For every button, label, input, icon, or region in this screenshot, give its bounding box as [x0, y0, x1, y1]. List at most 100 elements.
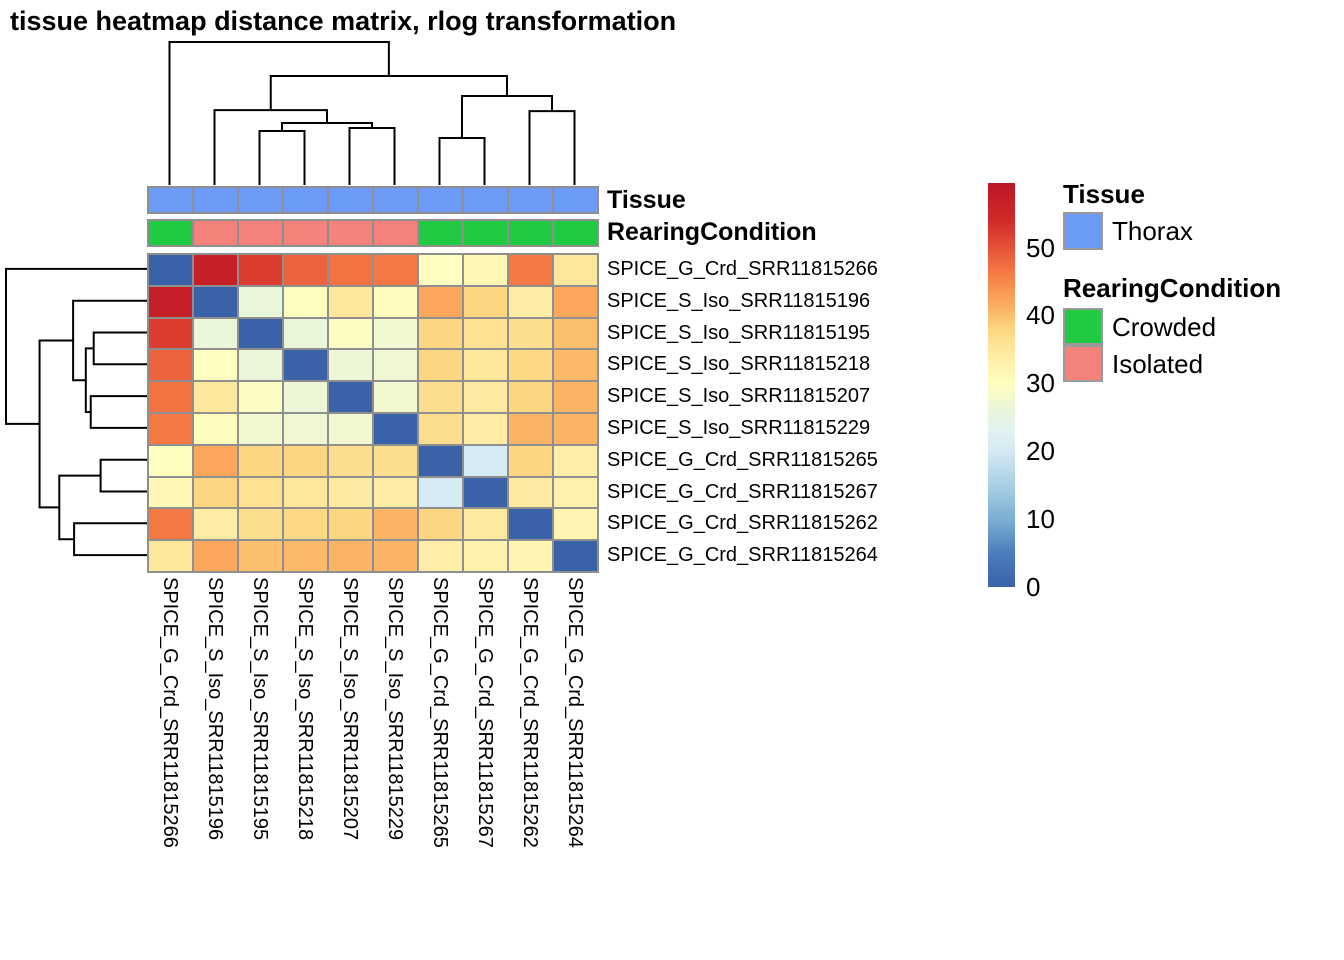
heatmap-cell: [463, 381, 508, 413]
heatmap-cell: [193, 412, 238, 445]
column-label: SPICE_G_Crd_SRR11815267: [473, 577, 496, 848]
heatmap-cell: [553, 476, 598, 509]
heatmap-cell: [148, 412, 193, 445]
legend-label-crowded: Crowded: [1112, 311, 1217, 342]
row-dendrogram-branch: [38, 339, 74, 509]
heatmap-cell: [553, 444, 598, 477]
heatmap-cell: [148, 285, 193, 318]
rearingcondition-annotation-cell: [508, 220, 553, 246]
heatmap-cell: [463, 317, 508, 350]
heatmap-cell: [373, 349, 418, 382]
heatmap-cell: [373, 412, 418, 445]
row-dendrogram-branch: [89, 395, 147, 429]
heatmap-cell: [463, 444, 508, 477]
heatmap-cell: [418, 349, 463, 382]
rearing-annotation-bar: [147, 219, 599, 247]
heatmap-cell: [283, 412, 328, 445]
row-label: SPICE_S_Iso_SRR11815196: [607, 289, 871, 312]
heatmap-cell: [553, 349, 598, 382]
heatmap-cell: [328, 508, 373, 541]
heatmap-cell: [553, 285, 598, 318]
row-label: SPICE_G_Crd_SRR11815262: [607, 512, 878, 535]
column-label: SPICE_S_Iso_SRR11815196: [203, 577, 226, 841]
colorbar-tick: 10: [1026, 504, 1055, 535]
heatmap-cell: [283, 540, 328, 572]
heatmap-cell: [553, 381, 598, 413]
row-dendrogram-branch: [92, 331, 147, 366]
heatmap-cell: [193, 349, 238, 382]
rearingcondition-annotation-cell: [283, 220, 328, 246]
heatmap-cell: [373, 381, 418, 413]
heatmap-cell: [508, 540, 553, 572]
col-dendrogram-branch: [269, 75, 508, 111]
heatmap-cell: [238, 381, 283, 413]
legend-swatch-thorax: [1063, 212, 1103, 250]
heatmap-cell: [193, 317, 238, 350]
heatmap-cell: [328, 540, 373, 572]
legend-tissue-title: Tissue: [1063, 179, 1145, 209]
rearingcondition-annotation-cell: [418, 220, 463, 246]
row-label: SPICE_G_Crd_SRR11815267: [607, 480, 878, 503]
heatmap-cell: [418, 540, 463, 572]
column-label: SPICE_G_Crd_SRR11815264: [563, 577, 586, 848]
row-dendrogram-branch: [58, 474, 101, 541]
heatmap-cell: [148, 254, 193, 286]
heatmap-cell: [193, 444, 238, 477]
heatmap-cell: [148, 317, 193, 350]
col-dendrogram-branch: [168, 41, 390, 185]
row-label: SPICE_S_Iso_SRR11815229: [607, 416, 871, 439]
heatmap-cell: [508, 444, 553, 477]
tissue-row-label: Tissue: [607, 186, 686, 214]
heatmap-cell: [508, 508, 553, 541]
heatmap-cell: [508, 317, 553, 350]
heatmap-cell: [283, 285, 328, 318]
colorbar-tick: 0: [1026, 572, 1041, 602]
tissue-annotation-cell: [193, 187, 238, 213]
heatmap-cell: [328, 476, 373, 509]
heatmap-cell: [463, 540, 508, 572]
row-dendrogram-branch: [72, 299, 147, 382]
column-label: SPICE_S_Iso_SRR11815218: [293, 577, 316, 841]
heatmap-cell: [193, 254, 238, 286]
figure-title: tissue heatmap distance matrix, rlog tra…: [10, 6, 677, 36]
row-dendrogram-branch: [84, 347, 94, 413]
heatmap-cell: [238, 412, 283, 445]
heatmap-cell: [463, 508, 508, 541]
heatmap-cell: [283, 381, 328, 413]
heatmap-cell: [283, 444, 328, 477]
heatmap-cell: [418, 317, 463, 350]
column-label: SPICE_S_Iso_SRR11815229: [383, 577, 406, 841]
heatmap-cell: [283, 476, 328, 509]
row-label: SPICE_G_Crd_SRR11815266: [607, 257, 878, 280]
heatmap-cell: [463, 476, 508, 509]
tissue-annotation-bar: [147, 186, 599, 214]
rearingcondition-annotation-cell: [463, 220, 508, 246]
row-dendrogram-branch: [73, 522, 147, 557]
rearingcondition-annotation-cell: [328, 220, 373, 246]
colorbar-tick: 30: [1026, 368, 1055, 399]
heatmap-cell: [508, 476, 553, 509]
heatmap-cell: [238, 476, 283, 509]
row-dendrogram-branch: [99, 458, 147, 493]
heatmap-cell: [418, 254, 463, 286]
col-dendrogram-branch: [461, 95, 553, 138]
heatmap-cell: [463, 285, 508, 318]
row-label: SPICE_S_Iso_SRR11815207: [607, 385, 871, 408]
legend-rearing-title: RearingCondition: [1063, 273, 1282, 303]
col-dendrogram-branch: [213, 109, 328, 185]
heatmap-grid: [147, 253, 599, 573]
column-label: SPICE_S_Iso_SRR11815207: [338, 577, 361, 841]
rearingcondition-annotation-cell: [238, 220, 283, 246]
tissue-annotation-cell: [418, 187, 463, 213]
heatmap-cell: [328, 254, 373, 286]
tissue-annotation-cell: [148, 187, 193, 213]
heatmap-cell: [283, 317, 328, 350]
heatmap-cell: [373, 254, 418, 286]
heatmap-cell: [553, 540, 598, 572]
legend-swatch-isolated: [1063, 345, 1103, 382]
colorbar-tick: 20: [1026, 436, 1055, 467]
heatmap-cell: [283, 349, 328, 382]
legend-label-isolated: Isolated: [1112, 348, 1204, 379]
heatmap-cell: [418, 285, 463, 318]
